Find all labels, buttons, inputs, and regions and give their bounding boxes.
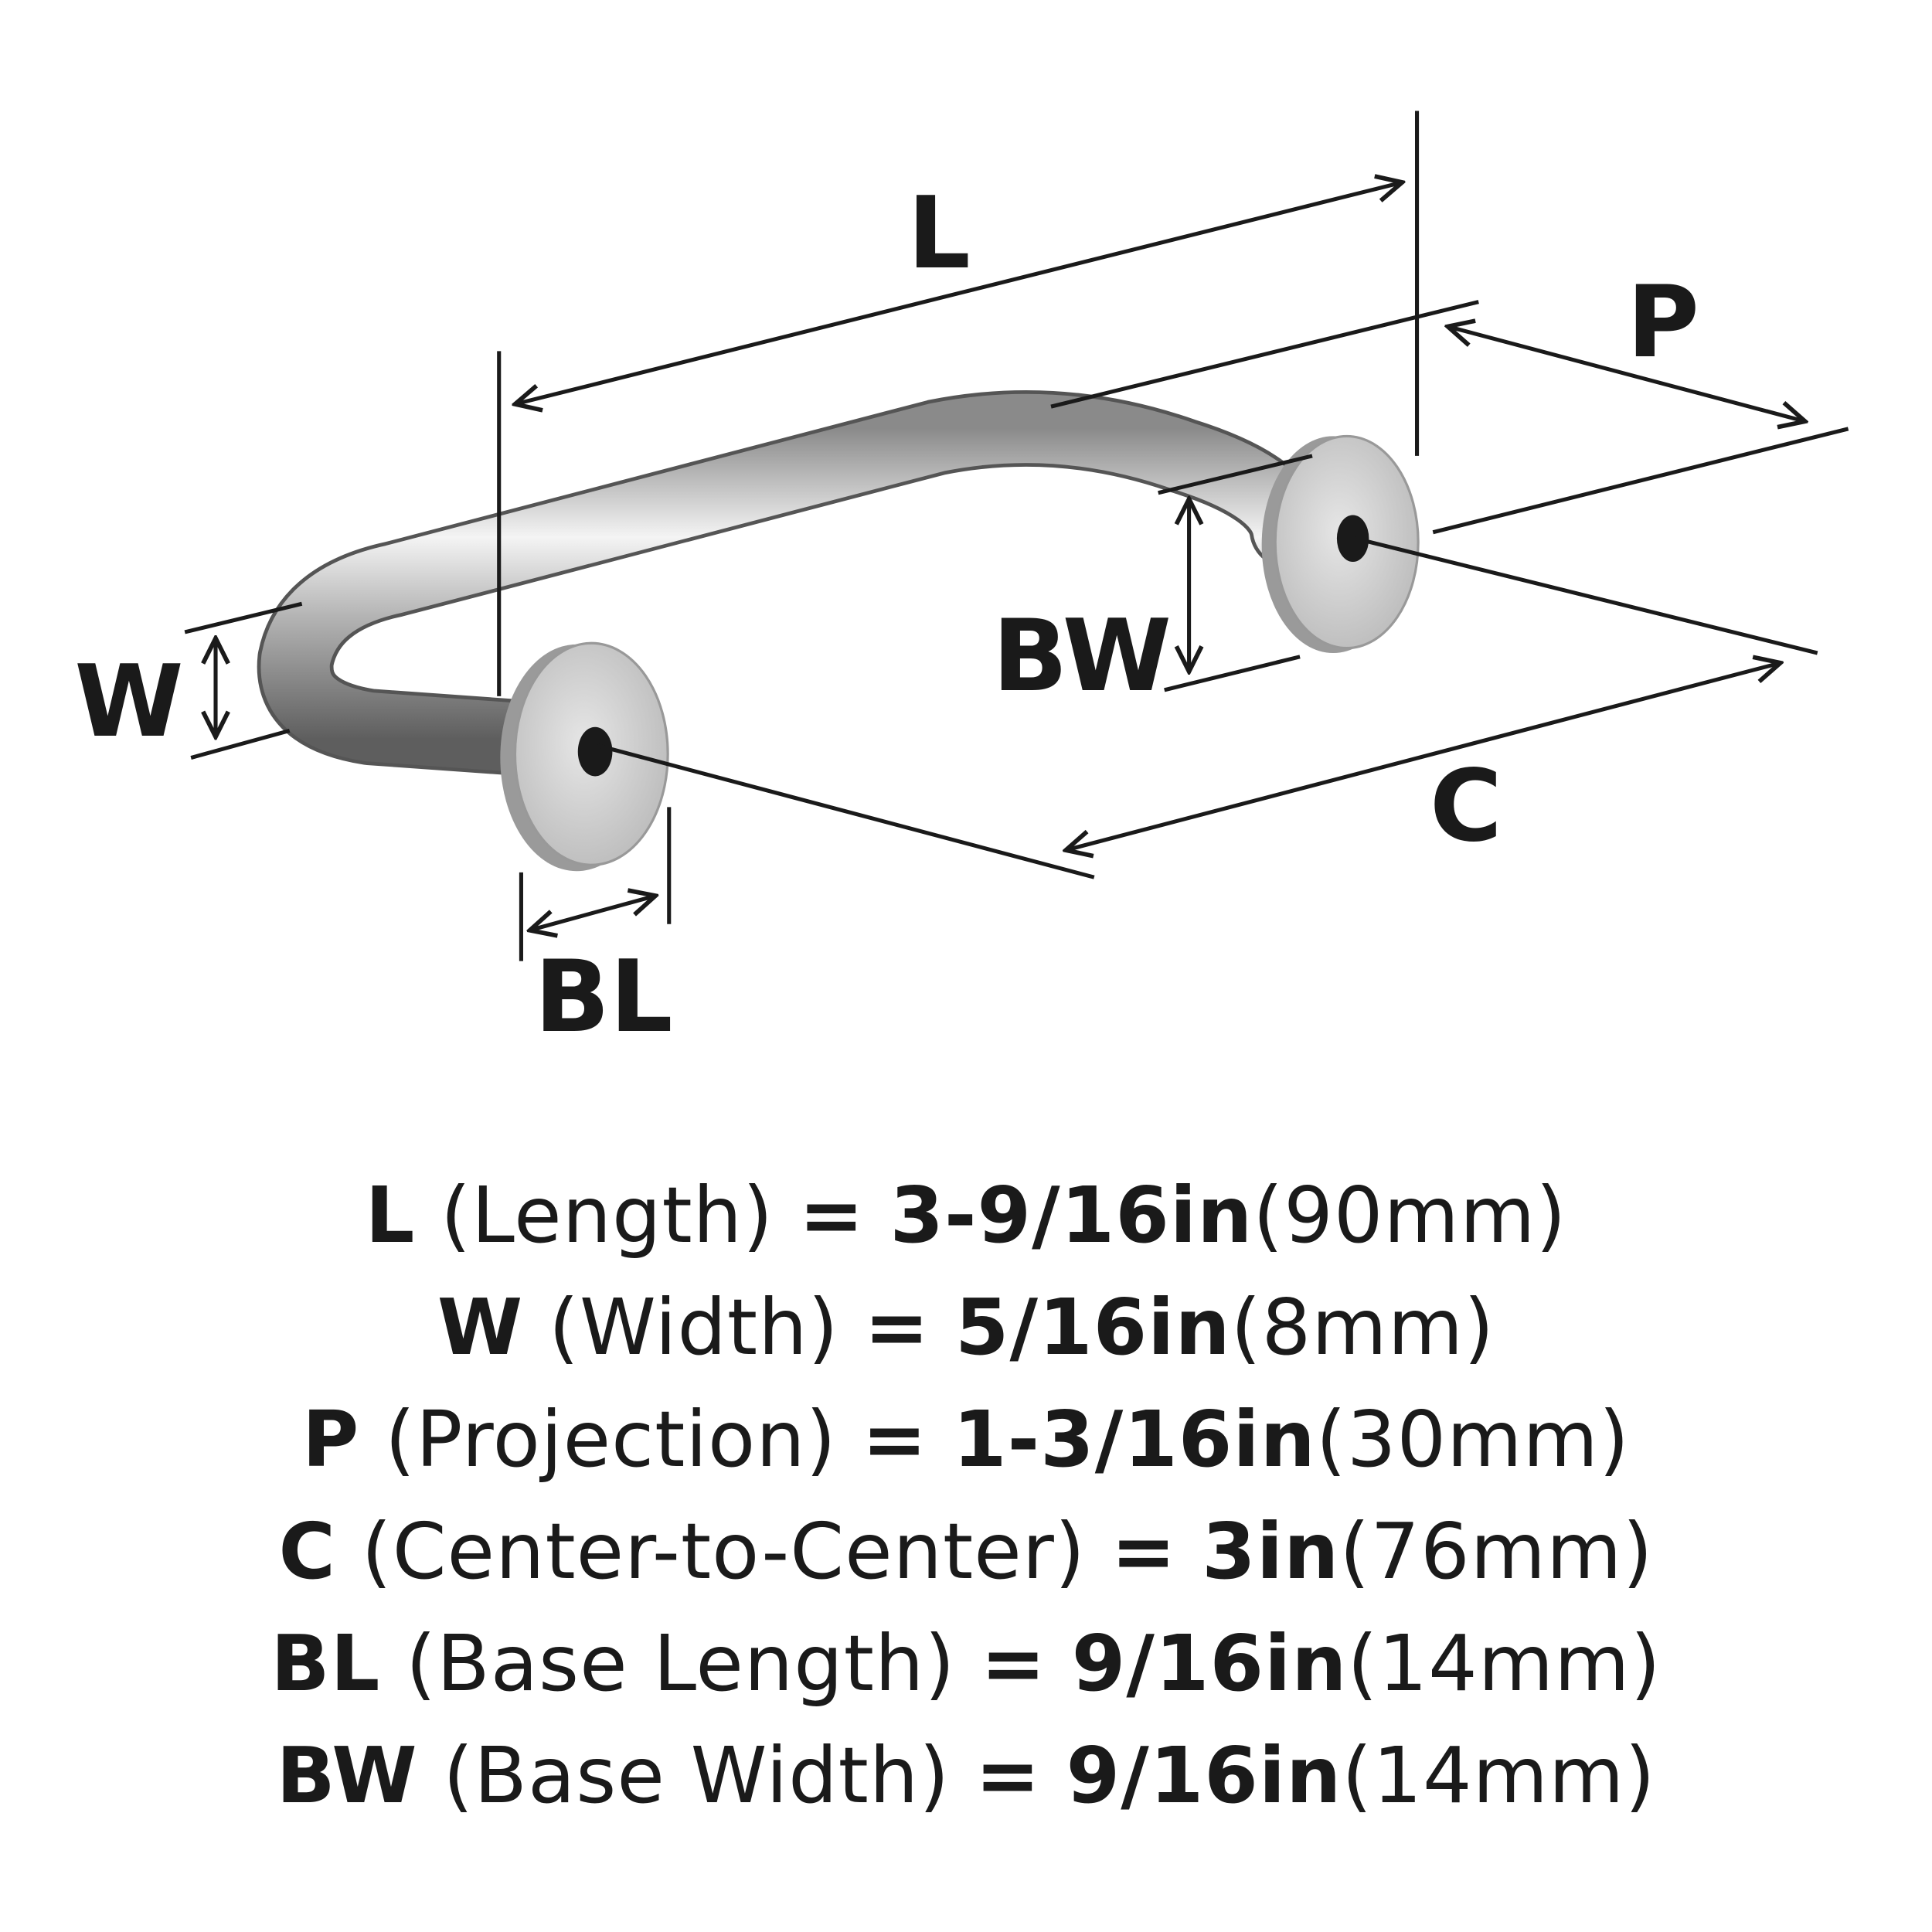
spec-metric: (14mm)	[1342, 1730, 1656, 1821]
spec-imperial: 3-9/16in	[889, 1170, 1253, 1260]
spec-imperial: 9/16in	[1071, 1618, 1348, 1709]
spec-base-length: BL (Base Length) = 9/16in(14mm)	[0, 1607, 1932, 1719]
spec-metric: (30mm)	[1315, 1394, 1630, 1485]
handle-body	[257, 389, 1420, 872]
label-c: C	[1430, 749, 1502, 864]
spec-metric: (8mm)	[1230, 1282, 1495, 1372]
spec-imperial: 9/16in	[1066, 1730, 1342, 1821]
spec-code: P	[302, 1394, 360, 1485]
spec-metric: (76mm)	[1339, 1506, 1654, 1597]
spec-code: BW	[276, 1730, 418, 1821]
spec-code: L	[365, 1170, 416, 1260]
spec-code: C	[278, 1506, 336, 1597]
base-length-arrow	[530, 896, 656, 930]
label-p: P	[1627, 265, 1699, 380]
spec-width: W (Width) = 5/16in(8mm)	[0, 1271, 1932, 1383]
spec-eq: =	[864, 1282, 930, 1372]
spec-name: (Projection)	[385, 1394, 837, 1485]
spec-base-width: BW (Base Width) = 9/16in(14mm)	[0, 1719, 1932, 1832]
spec-metric: (90mm)	[1253, 1170, 1567, 1260]
spec-code: BL	[270, 1618, 381, 1709]
spec-center-to-center: C (Center-to-Center) = 3in(76mm)	[0, 1495, 1932, 1607]
right-screw-hole	[1336, 515, 1369, 563]
spec-eq: =	[798, 1170, 865, 1260]
label-bl: BL	[534, 940, 673, 1055]
spec-eq: =	[975, 1730, 1041, 1821]
spec-name: (Width)	[548, 1282, 839, 1372]
label-l: L	[907, 176, 971, 291]
spec-length: L (Length) = 3-9/16in(90mm)	[0, 1159, 1932, 1271]
spec-metric: (14mm)	[1347, 1618, 1662, 1709]
length-arrow	[515, 182, 1402, 404]
spec-name: (Base Width)	[443, 1730, 951, 1821]
spec-code: W	[437, 1282, 524, 1372]
center-to-center-arrow	[1066, 663, 1781, 850]
spec-eq: =	[1111, 1506, 1177, 1597]
spec-name: (Base Length)	[406, 1618, 956, 1709]
left-screw-hole	[577, 726, 613, 777]
spec-imperial: 5/16in	[954, 1282, 1231, 1372]
dimension-lines	[184, 111, 1849, 961]
projection-arrow	[1447, 327, 1804, 422]
label-bw: BW	[992, 599, 1172, 714]
spec-name: (Length)	[440, 1170, 774, 1260]
label-w: W	[74, 645, 184, 760]
spec-name: (Center-to-Center)	[361, 1506, 1086, 1597]
spec-eq: =	[981, 1618, 1046, 1709]
spec-projection: P (Projection) = 1-3/16in(30mm)	[0, 1383, 1932, 1495]
dimension-specs: L (Length) = 3-9/16in(90mm) W (Width) = …	[0, 1159, 1932, 1832]
spec-imperial: 1-3/16in	[953, 1394, 1316, 1485]
spec-eq: =	[862, 1394, 928, 1485]
spec-imperial: 3in	[1202, 1506, 1340, 1597]
